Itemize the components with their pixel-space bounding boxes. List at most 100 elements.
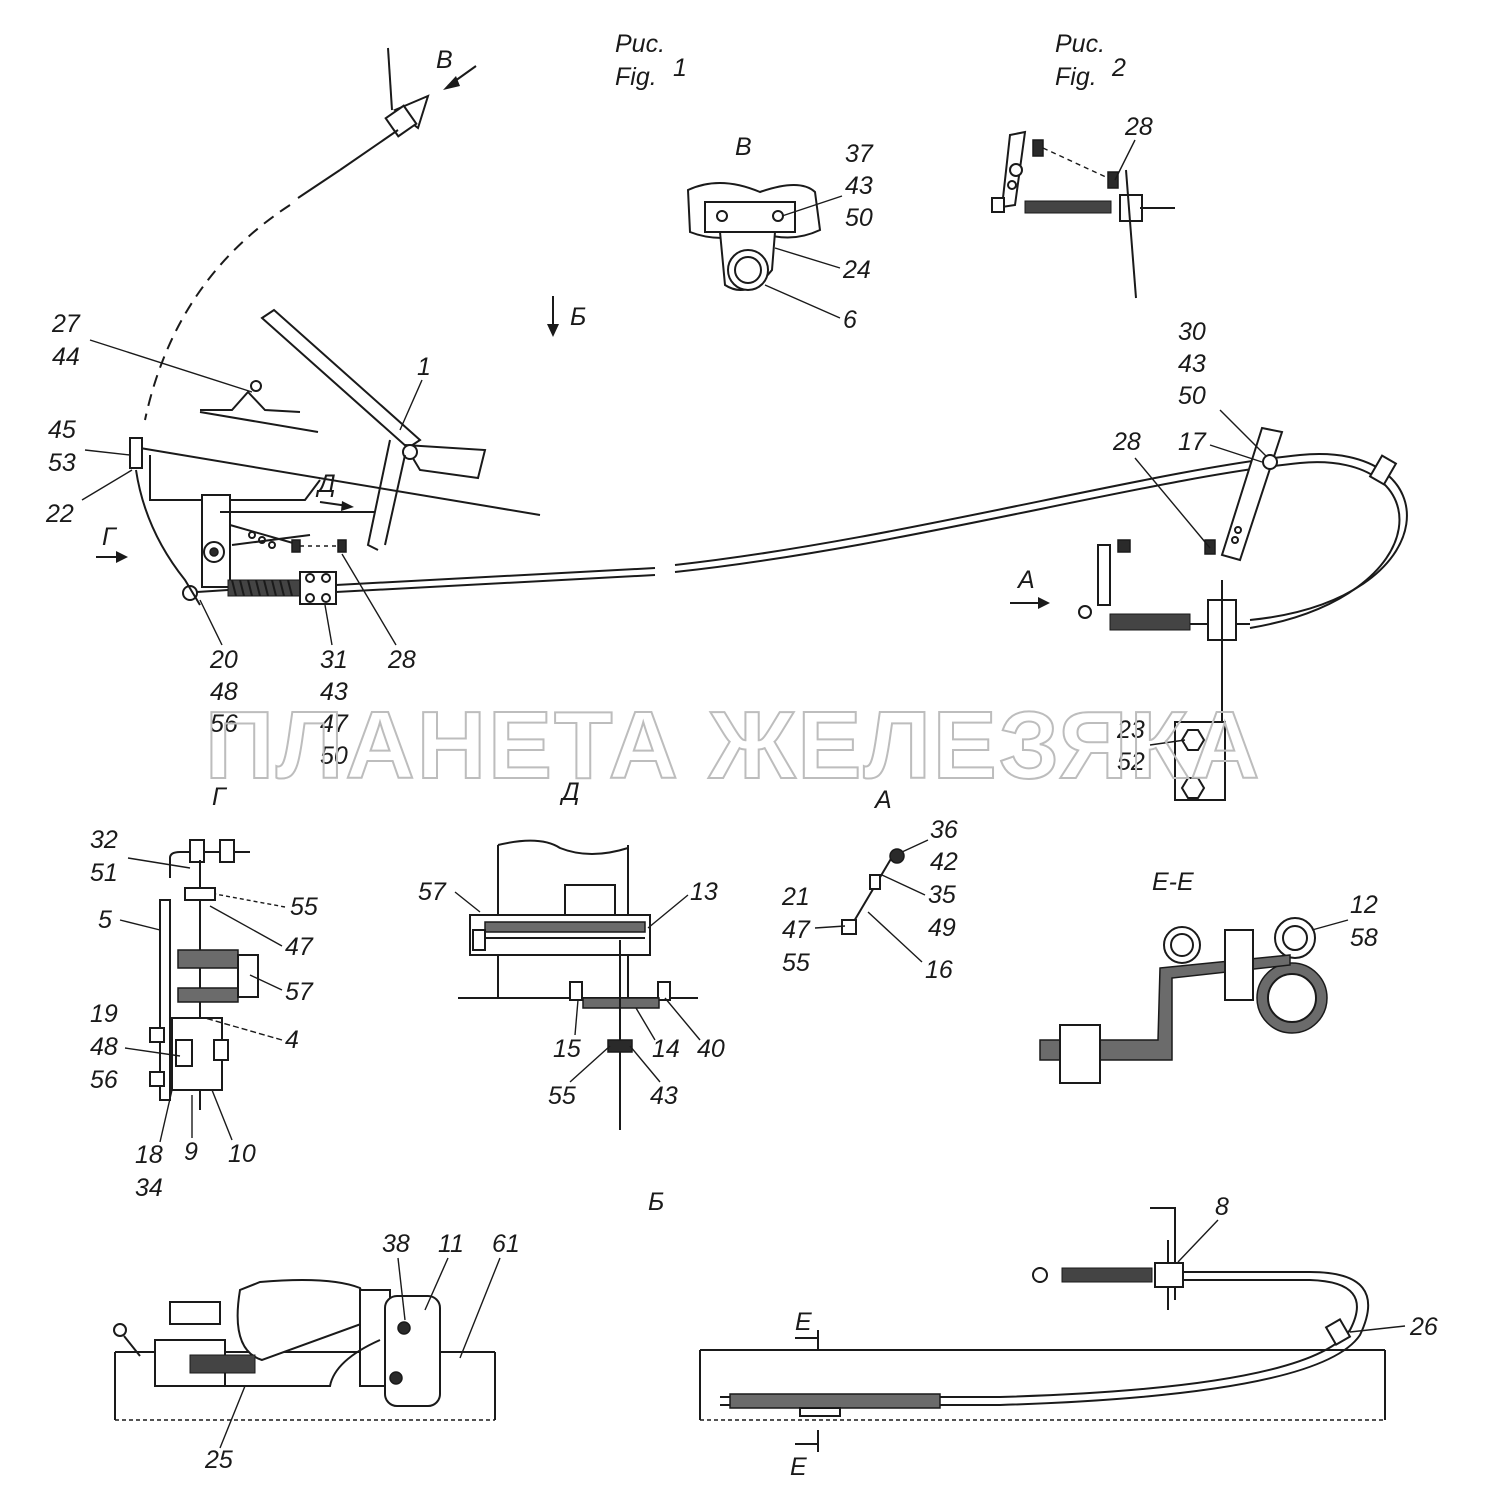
svg-text:19: 19: [90, 1000, 118, 1028]
svg-text:31: 31: [320, 646, 348, 674]
svg-text:56: 56: [90, 1066, 118, 1094]
svg-text:30: 30: [1178, 318, 1206, 346]
svg-text:57: 57: [418, 878, 447, 906]
svg-text:32: 32: [90, 826, 118, 854]
svg-text:А: А: [873, 786, 892, 814]
callout-20-48-56: 20 48 56: [199, 599, 238, 738]
svg-text:47: 47: [782, 916, 811, 944]
svg-text:Б: Б: [570, 303, 586, 331]
svg-text:28: 28: [1124, 113, 1153, 141]
svg-text:42: 42: [930, 848, 958, 876]
accelerator-pedal: [260, 308, 487, 551]
svg-text:23: 23: [1116, 716, 1145, 744]
svg-text:Е: Е: [795, 1308, 812, 1336]
view-a-detail: А 36 42 35 49 21 47 55 16: [781, 786, 958, 984]
svg-text:13: 13: [690, 878, 718, 906]
svg-text:48: 48: [210, 678, 238, 706]
view-v-arrow: В: [436, 46, 477, 90]
figure-2-header: Рис. Fig. 2: [1055, 30, 1126, 91]
view-v-detail: В 37 43 50 24 6: [686, 133, 874, 334]
svg-text:Г: Г: [212, 783, 228, 811]
svg-text:25: 25: [204, 1446, 233, 1474]
svg-text:Е-Е: Е-Е: [1152, 868, 1194, 896]
figure-2-detail: 28: [991, 113, 1175, 299]
svg-text:6: 6: [843, 306, 857, 334]
svg-text:22: 22: [45, 500, 74, 528]
view-g-arrow: Г: [96, 523, 128, 563]
callout-45-53: 45 53: [48, 416, 131, 477]
svg-text:14: 14: [652, 1035, 680, 1063]
callout-23-52: 23 52: [1116, 716, 1186, 776]
svg-text:Б: Б: [648, 1188, 664, 1216]
svg-text:47: 47: [320, 710, 349, 738]
svg-text:52: 52: [1117, 748, 1145, 776]
svg-text:10: 10: [228, 1140, 256, 1168]
pedal-bracket-27: [199, 380, 319, 433]
svg-text:49: 49: [928, 914, 956, 942]
svg-text:20: 20: [209, 646, 238, 674]
figure-1-header: Рис. Fig. 1: [615, 30, 687, 91]
svg-text:43: 43: [845, 172, 873, 200]
hand-throttle-knob: [144, 47, 430, 421]
svg-text:21: 21: [781, 883, 810, 911]
svg-text:Г: Г: [102, 523, 118, 551]
svg-text:1: 1: [417, 353, 431, 381]
svg-text:24: 24: [842, 256, 871, 284]
view-b-detail: Б 38 11 61 25: [113, 1188, 1438, 1481]
callout-31-43-47-50: 31 43 47 50: [320, 604, 349, 770]
svg-text:17: 17: [1178, 428, 1207, 456]
callout-22: 22: [45, 469, 133, 528]
svg-text:18: 18: [135, 1141, 163, 1169]
svg-text:Fig.: Fig.: [1055, 63, 1097, 91]
svg-text:Рис.: Рис.: [615, 30, 665, 58]
svg-text:1: 1: [673, 54, 687, 82]
svg-text:27: 27: [51, 310, 81, 338]
svg-text:34: 34: [135, 1174, 163, 1202]
svg-text:Д: Д: [559, 778, 580, 806]
section-ee-detail: Е-Е 12 58: [1039, 868, 1378, 1084]
svg-text:28: 28: [387, 646, 416, 674]
svg-text:55: 55: [548, 1082, 576, 1110]
view-a-arrow: А: [1010, 566, 1050, 609]
svg-text:11: 11: [438, 1230, 464, 1258]
svg-text:12: 12: [1350, 891, 1378, 919]
svg-text:Д: Д: [315, 470, 336, 498]
svg-text:40: 40: [697, 1035, 725, 1063]
svg-text:В: В: [735, 133, 752, 161]
svg-text:45: 45: [48, 416, 76, 444]
watermark-text: ПЛАНЕТА ЖЕЛЕЗЯКА: [205, 692, 1262, 799]
svg-text:28: 28: [1112, 428, 1141, 456]
view-b-arrow: Б: [547, 296, 586, 337]
svg-text:50: 50: [1178, 382, 1206, 410]
spring-assembly-right: [1078, 539, 1237, 801]
svg-text:47: 47: [285, 933, 314, 961]
svg-text:9: 9: [184, 1138, 198, 1166]
svg-text:48: 48: [90, 1033, 118, 1061]
svg-text:57: 57: [285, 978, 314, 1006]
svg-text:Рис.: Рис.: [1055, 30, 1105, 58]
view-d-arrow: Д: [315, 470, 354, 511]
svg-text:53: 53: [48, 449, 76, 477]
svg-text:58: 58: [1350, 924, 1378, 952]
svg-text:56: 56: [210, 710, 238, 738]
svg-text:51: 51: [90, 859, 118, 887]
cable-end-fitting-22: [129, 437, 201, 606]
svg-text:43: 43: [1178, 350, 1206, 378]
view-g-detail: Г 32 51 5 55 47 57 4 19 48 56 18 34 9: [90, 783, 318, 1202]
svg-text:А: А: [1016, 566, 1035, 594]
callout-27-44: 27 44: [51, 310, 253, 393]
svg-text:50: 50: [320, 742, 348, 770]
svg-text:2: 2: [1111, 54, 1126, 82]
view-d-detail: Д 57 13 15 14 40 55 43: [418, 778, 725, 1130]
callout-1: 1: [399, 353, 431, 431]
svg-text:55: 55: [290, 893, 318, 921]
callout-17: 17: [1178, 428, 1263, 463]
svg-text:55: 55: [782, 949, 810, 977]
svg-text:4: 4: [285, 1026, 299, 1054]
svg-text:5: 5: [98, 906, 112, 934]
svg-text:8: 8: [1215, 1193, 1229, 1221]
svg-text:50: 50: [845, 204, 873, 232]
svg-text:43: 43: [320, 678, 348, 706]
svg-text:Е: Е: [790, 1453, 807, 1481]
